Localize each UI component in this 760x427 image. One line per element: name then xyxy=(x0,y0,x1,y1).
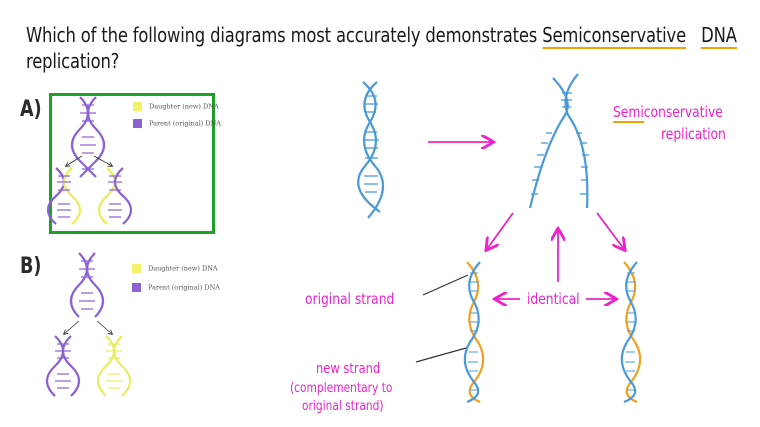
label-new-strand-line2: (complementary to xyxy=(290,381,393,396)
question-line1: Which of the following diagrams most acc… xyxy=(26,23,543,47)
arrow-to-left-helix xyxy=(487,212,514,249)
label-new-strand: new strand xyxy=(316,361,381,377)
arrow-to-right-helix xyxy=(596,212,624,249)
daughter-helix-right xyxy=(620,261,642,404)
label-original-strand: original strand xyxy=(305,290,395,308)
replication-subtitle: replication xyxy=(661,125,726,143)
label-identical: identical xyxy=(527,290,580,308)
pointer-original xyxy=(422,274,469,296)
explanation-parent-helix xyxy=(357,81,385,219)
dna-highlight: DNA xyxy=(701,23,737,49)
pointer-new xyxy=(415,347,467,363)
daughter-swatch xyxy=(132,264,141,273)
option-b-legend: Daughter (new) DNA Parent (original) DNA xyxy=(132,264,220,292)
parent-swatch xyxy=(133,119,142,128)
option-a-daughter-helix-right xyxy=(97,167,133,225)
daughter-helix-left xyxy=(463,261,485,404)
option-a-selected-frame[interactable] xyxy=(49,93,215,234)
option-a-parent-helix xyxy=(70,96,106,178)
option-b-parent-helix xyxy=(69,252,105,318)
option-b-daughter-helix-new xyxy=(96,335,132,397)
option-a-daughter-helix-left xyxy=(46,167,82,225)
daughter-swatch xyxy=(133,102,142,111)
label-new-strand-line3: original strand) xyxy=(302,399,384,414)
question-line2: replication? xyxy=(26,49,120,73)
replication-fork xyxy=(528,73,589,209)
semiconservative-highlight: Semiconservative xyxy=(542,23,687,49)
question-text: Which of the following diagrams most acc… xyxy=(26,22,737,74)
option-b-daughter-helix-parent xyxy=(45,335,81,397)
option-a-label[interactable]: A) xyxy=(20,97,42,122)
option-a-legend: Daughter (new) DNA Parent (original) DNA xyxy=(133,102,221,128)
semiconservative-title: Semiconservative xyxy=(613,103,723,123)
parent-swatch xyxy=(132,283,141,292)
option-b-label[interactable]: B) xyxy=(20,254,42,279)
